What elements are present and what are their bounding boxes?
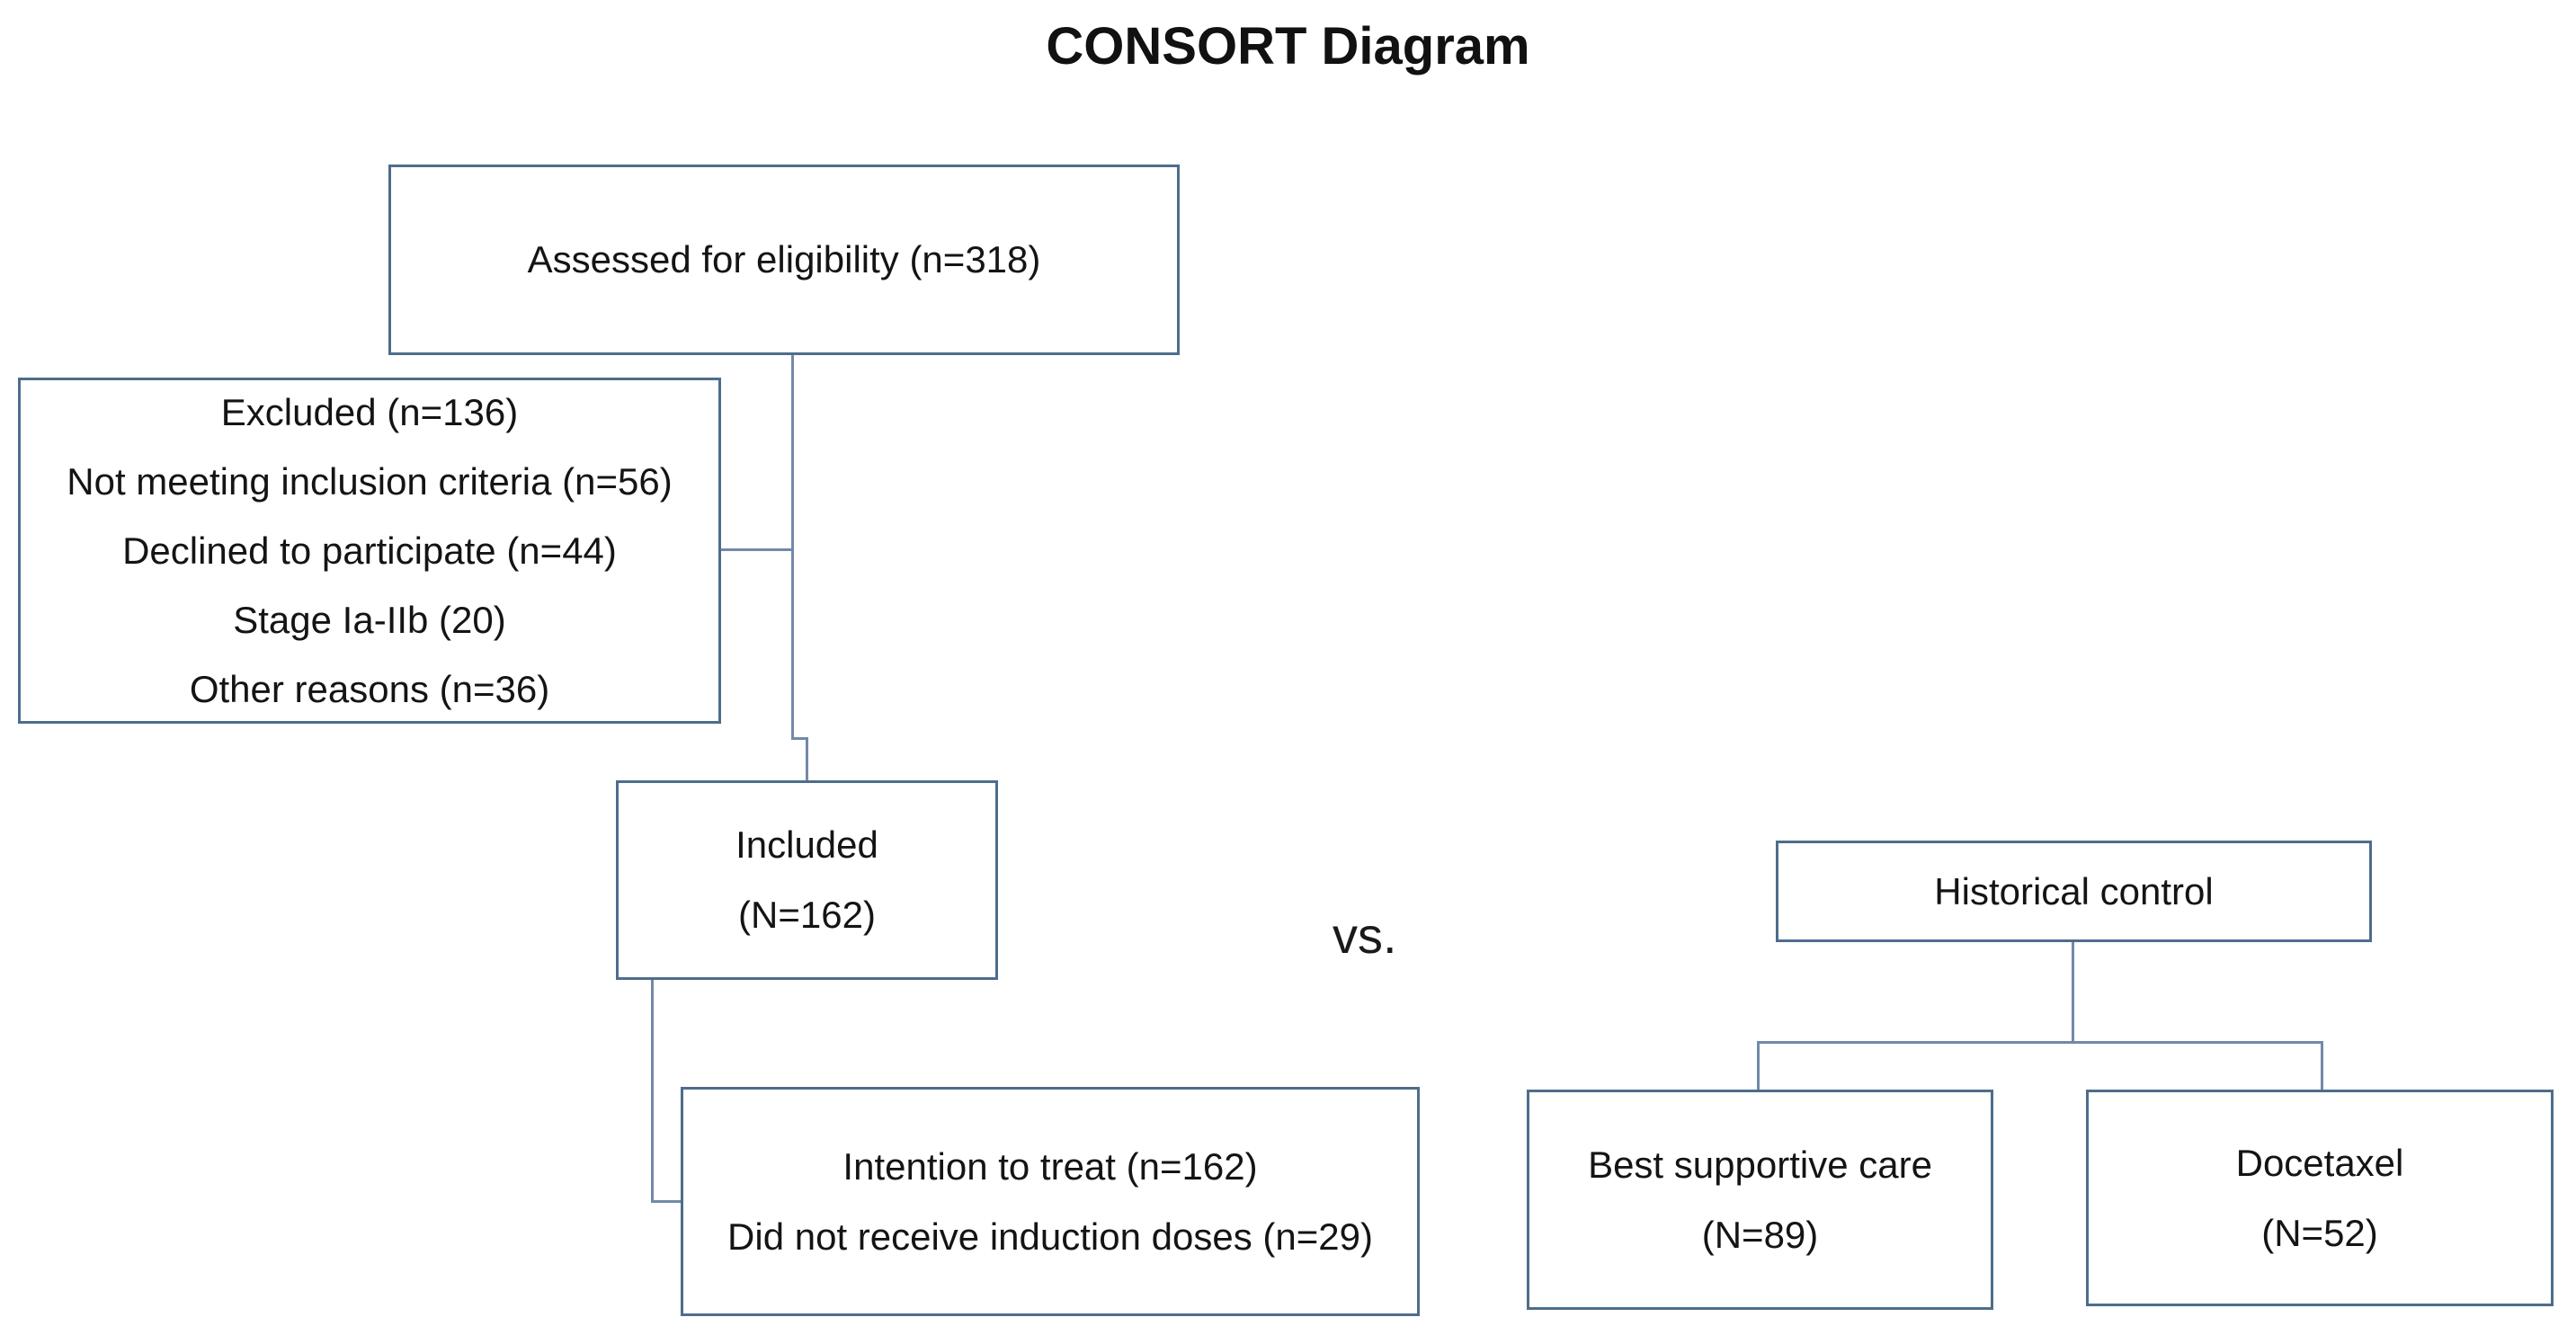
historical-control-box: Historical control [1776, 841, 2372, 942]
connector-included-down [651, 980, 654, 1203]
connector-step-horizontal [791, 737, 808, 740]
connector-intention-stub [651, 1200, 682, 1203]
connector-step-vertical [806, 737, 808, 780]
assessed-for-eligibility-box: Assessed for eligibility (n=318) [388, 165, 1180, 355]
historical-line: Historical control [1934, 869, 2214, 912]
excluded-line-3: Stage Ia-IIb (20) [233, 599, 506, 641]
excluded-box: Excluded (n=136) Not meeting inclusion c… [18, 378, 721, 724]
connector-branch-left-drop [1757, 1041, 1760, 1091]
best-supportive-care-box: Best supportive care (N=89) [1527, 1090, 1993, 1310]
assessed-line: Assessed for eligibility (n=318) [527, 238, 1041, 280]
connector-assessed-down [791, 355, 794, 740]
connector-branch-horizontal [1757, 1041, 2323, 1044]
excluded-line-4: Other reasons (n=36) [189, 668, 550, 710]
best-supportive-care-line-1: (N=89) [1701, 1213, 1819, 1256]
intention-line-1: Did not receive induction doses (n=29) [727, 1215, 1373, 1258]
connector-branch-right-drop [2321, 1041, 2323, 1091]
vs-label: vs. [1333, 907, 1397, 964]
excluded-line-1: Not meeting inclusion criteria (n=56) [67, 460, 673, 503]
connector-excluded-stub [721, 548, 792, 551]
included-line-0: Included [735, 823, 878, 866]
docetaxel-line-0: Docetaxel [2235, 1141, 2404, 1184]
excluded-line-2: Declined to participate (n=44) [122, 530, 617, 572]
excluded-line-0: Excluded (n=136) [220, 391, 519, 433]
intention-line-0: Intention to treat (n=162) [842, 1144, 1258, 1188]
docetaxel-box: Docetaxel (N=52) [2086, 1090, 2554, 1306]
intention-to-treat-box: Intention to treat (n=162) Did not recei… [681, 1087, 1420, 1316]
docetaxel-line-1: (N=52) [2261, 1211, 2378, 1254]
included-box: Included (N=162) [616, 780, 998, 980]
best-supportive-care-line-0: Best supportive care [1588, 1143, 1932, 1186]
diagram-title: CONSORT Diagram [1046, 17, 1530, 76]
connector-historical-down [2072, 942, 2074, 1043]
included-line-1: (N=162) [738, 894, 876, 936]
